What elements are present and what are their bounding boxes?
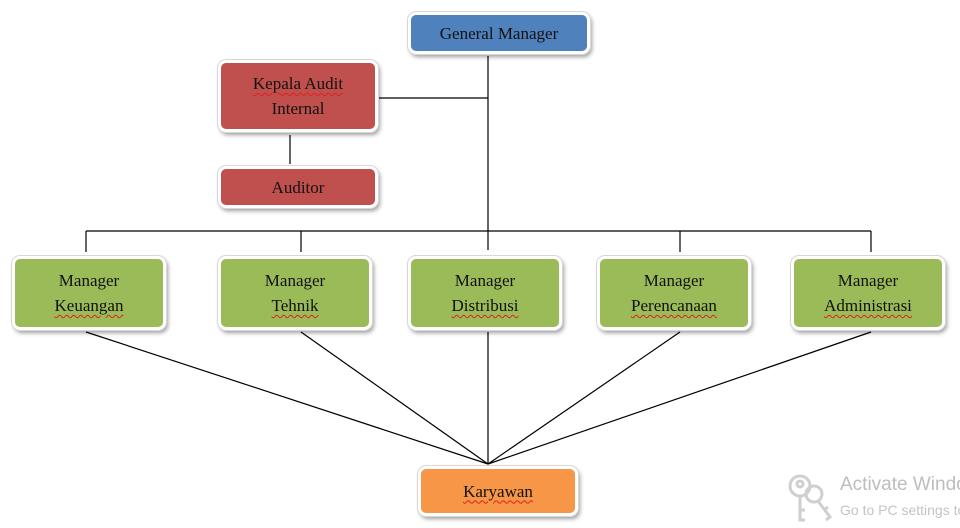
internal-audit-head-label-line1: Kepala Audit [253,71,343,96]
karyawan-label: Karyawan [463,481,533,501]
internal-audit-head-label-line2: Internal [271,99,325,118]
activate-windows-watermark: Activate Windows Go to PC settings to ac… [786,470,960,528]
connector-administrasi-karyawan [487,331,872,465]
internal-audit-head-box: Kepala Audit Internal [218,60,378,132]
auditor-box: Auditor [218,166,378,208]
general-manager-label: General Manager [439,23,559,43]
manager-perencanaan-box: Manager Perencanaan [597,256,751,330]
manager-administrasi-dept: Administrasi [824,296,912,315]
manager-distribusi-dept: Distribusi [451,296,519,315]
manager-distribusi-box: Manager Distribusi [408,256,562,330]
manager-keuangan-title: Manager [58,271,120,290]
karyawan-box: Karyawan [418,466,578,516]
manager-keuangan-dept: Keuangan [54,296,124,315]
manager-perencanaan-dept: Perencanaan [631,296,717,315]
connector-keuangan-karyawan [85,331,489,465]
connector-perencanaan-karyawan [487,331,681,465]
manager-administrasi-title: Manager [837,271,899,290]
watermark-title: Activate Windows [840,474,960,495]
manager-tehnik-dept: Tehnik [271,296,319,315]
manager-distribusi-title: Manager [454,271,516,290]
manager-administrasi-box: Manager Administrasi [791,256,945,330]
internal-audit-head-word: Kepala Audit [252,74,344,93]
watermark-subtitle: Go to PC settings to activate Windows. [840,502,960,518]
general-manager-box: General Manager [408,12,590,54]
manager-perencanaan-title: Manager [643,271,705,290]
manager-tehnik-box: Manager Tehnik [218,256,372,330]
key-icon [788,474,833,522]
manager-keuangan-box: Manager Keuangan [12,256,166,330]
manager-tehnik-title: Manager [264,271,326,290]
connector-tehnik-karyawan [300,331,489,465]
auditor-label: Auditor [271,177,325,197]
